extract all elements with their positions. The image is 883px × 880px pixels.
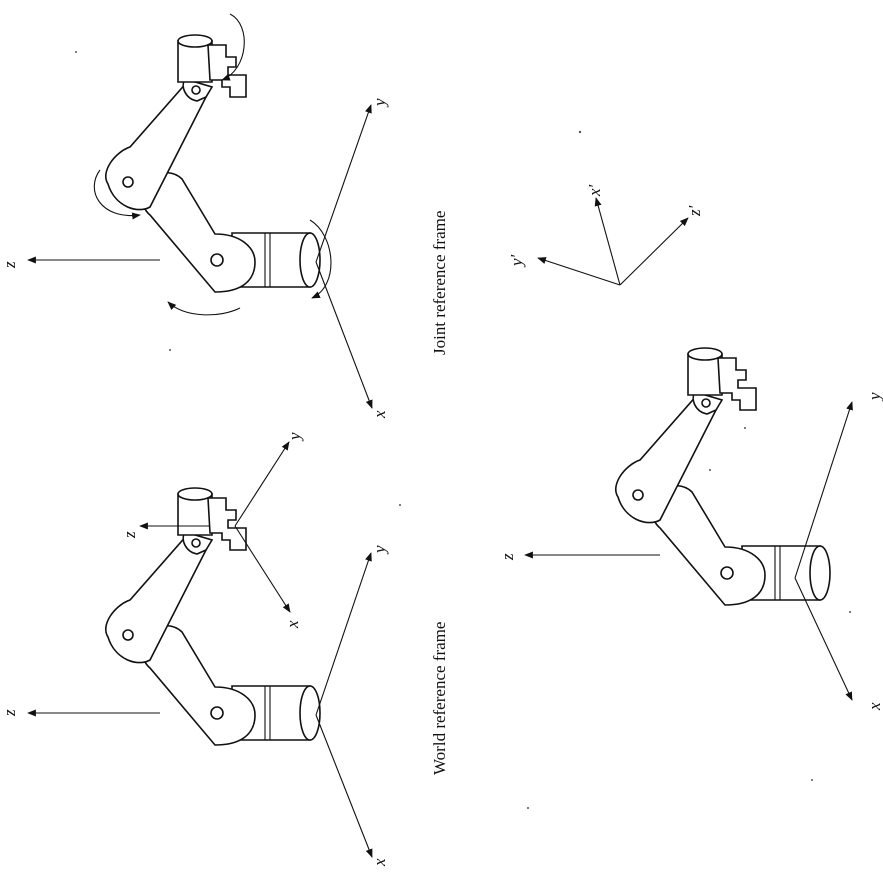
joint-base-x-axis xyxy=(316,262,372,408)
tool-base-z-label: z xyxy=(498,553,517,561)
world-tool-x-label: x xyxy=(283,620,302,629)
joint-base-y-axis xyxy=(316,105,371,262)
tool-base-x-label: x xyxy=(865,702,883,711)
world-base-x-axis xyxy=(316,715,372,857)
joint-frame-caption: Joint reference frame xyxy=(430,211,449,355)
shoulder-rotation-arrow xyxy=(168,302,240,315)
world-tool-y-axis xyxy=(235,442,289,526)
tool-z-prime-axis xyxy=(620,218,688,285)
tool-y-prime-axis xyxy=(538,258,620,285)
world-tool-y-label: y xyxy=(285,432,304,442)
tool-x-prime-axis xyxy=(596,198,620,285)
world-base-x-label: x xyxy=(370,858,389,867)
tool-y-prime-label: y' xyxy=(507,254,526,268)
world-tool-x-axis xyxy=(235,526,290,612)
tool-x-prime-label: x' xyxy=(585,184,604,197)
joint-base-y-label: y xyxy=(370,98,389,108)
tool-base-y-label: y xyxy=(865,392,883,402)
joint-base-x-label: x xyxy=(370,410,389,419)
tool-frame-panel: x y z x' y' z' xyxy=(498,184,883,711)
joint-frame-panel: x y z xyxy=(0,14,389,419)
world-base-y-label: y xyxy=(370,545,389,555)
joint-base-z-label: z xyxy=(0,261,19,269)
tool-z-prime-label: z' xyxy=(685,205,704,217)
world-base-z-label: z xyxy=(0,709,19,717)
world-tool-z-label: z xyxy=(120,531,139,539)
world-base-y-axis xyxy=(316,553,371,715)
world-frame-panel: x y z x y z xyxy=(0,432,389,867)
world-frame-caption: World reference frame xyxy=(430,622,449,775)
